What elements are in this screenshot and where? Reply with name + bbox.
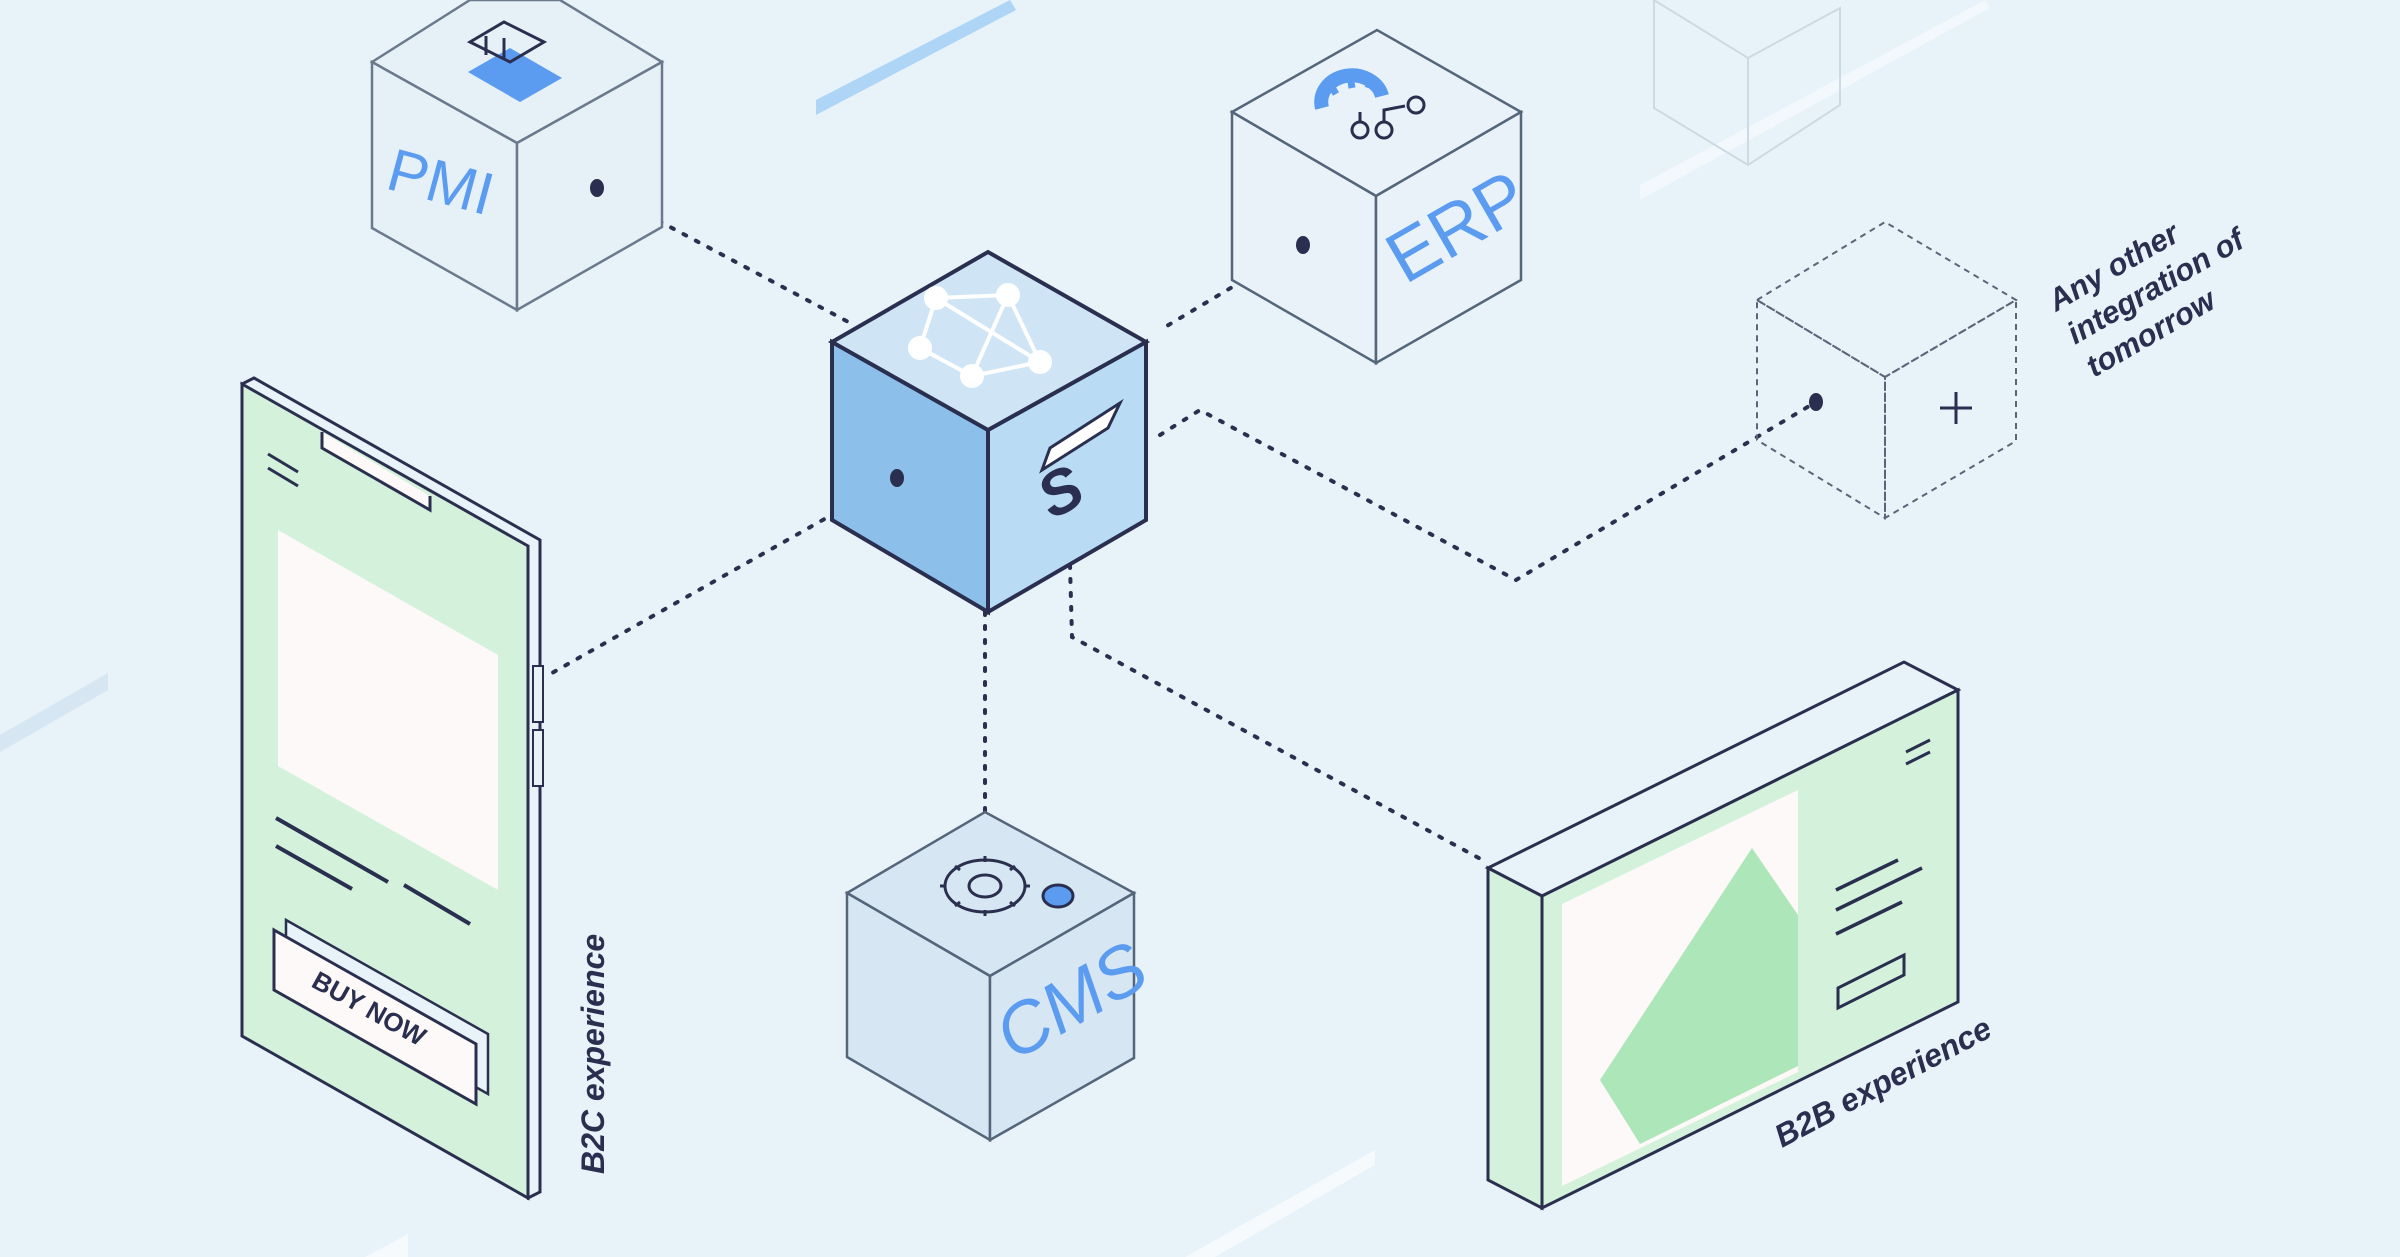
b2b-screen: B2B experience [1484,660,1997,1211]
phone-notch [320,432,432,513]
faded-cube [1653,0,1841,167]
phone-menu-icon [267,452,299,488]
stripe-bottom [1185,1150,1375,1257]
gear-network-icon [1314,68,1426,140]
background-stripes [0,0,1990,1257]
pmi-cube-right [515,59,664,313]
cms-status-dot [1041,883,1075,909]
b2c-label: B2C experience [575,934,611,1174]
connector-b2c [550,476,899,675]
b2b-text-lines [1835,858,1923,936]
stripe-top-blue [816,0,1016,115]
connector-future [1158,400,1818,583]
pmi-port [590,179,604,197]
erp-cube: ERP [1229,28,1541,366]
pmi-cube: PMI [369,0,665,313]
b2b-button[interactable] [1836,952,1906,1011]
erp-port [1296,236,1310,254]
stripe-left [0,673,108,752]
future-integration-cube [1755,220,2018,520]
future-integration-label: Any other integration of tomorrow [2041,214,2252,383]
phone-side-button-2 [532,729,544,787]
gear-icon [940,856,1030,916]
connector-b2b [1068,563,1490,865]
future-port [1809,393,1823,411]
phone-side-button-1 [532,665,544,723]
product-image-icon [466,20,562,102]
cms-cube: CMS [844,810,1161,1143]
b2b-screen-side [1486,865,1544,1211]
graphql-icon [908,283,1052,388]
stripe-top-white [1640,0,1990,200]
b2c-phone: BUY NOW B2C experience [240,376,611,1201]
hub-port [890,469,904,487]
stripe-bottom-left [365,1234,408,1257]
connector-lines [550,186,1818,865]
b2b-menu-icon [1905,738,1931,766]
erp-cube-right [1374,109,1523,366]
hub-cube: S [827,249,1151,616]
plus-icon [1940,392,1972,424]
b2b-mountain [1600,848,1798,1144]
phone-text-lines [275,816,472,926]
phone-image-placeholder [278,530,498,890]
connector-pmi [595,186,856,327]
cms-cube-right [988,890,1136,1143]
